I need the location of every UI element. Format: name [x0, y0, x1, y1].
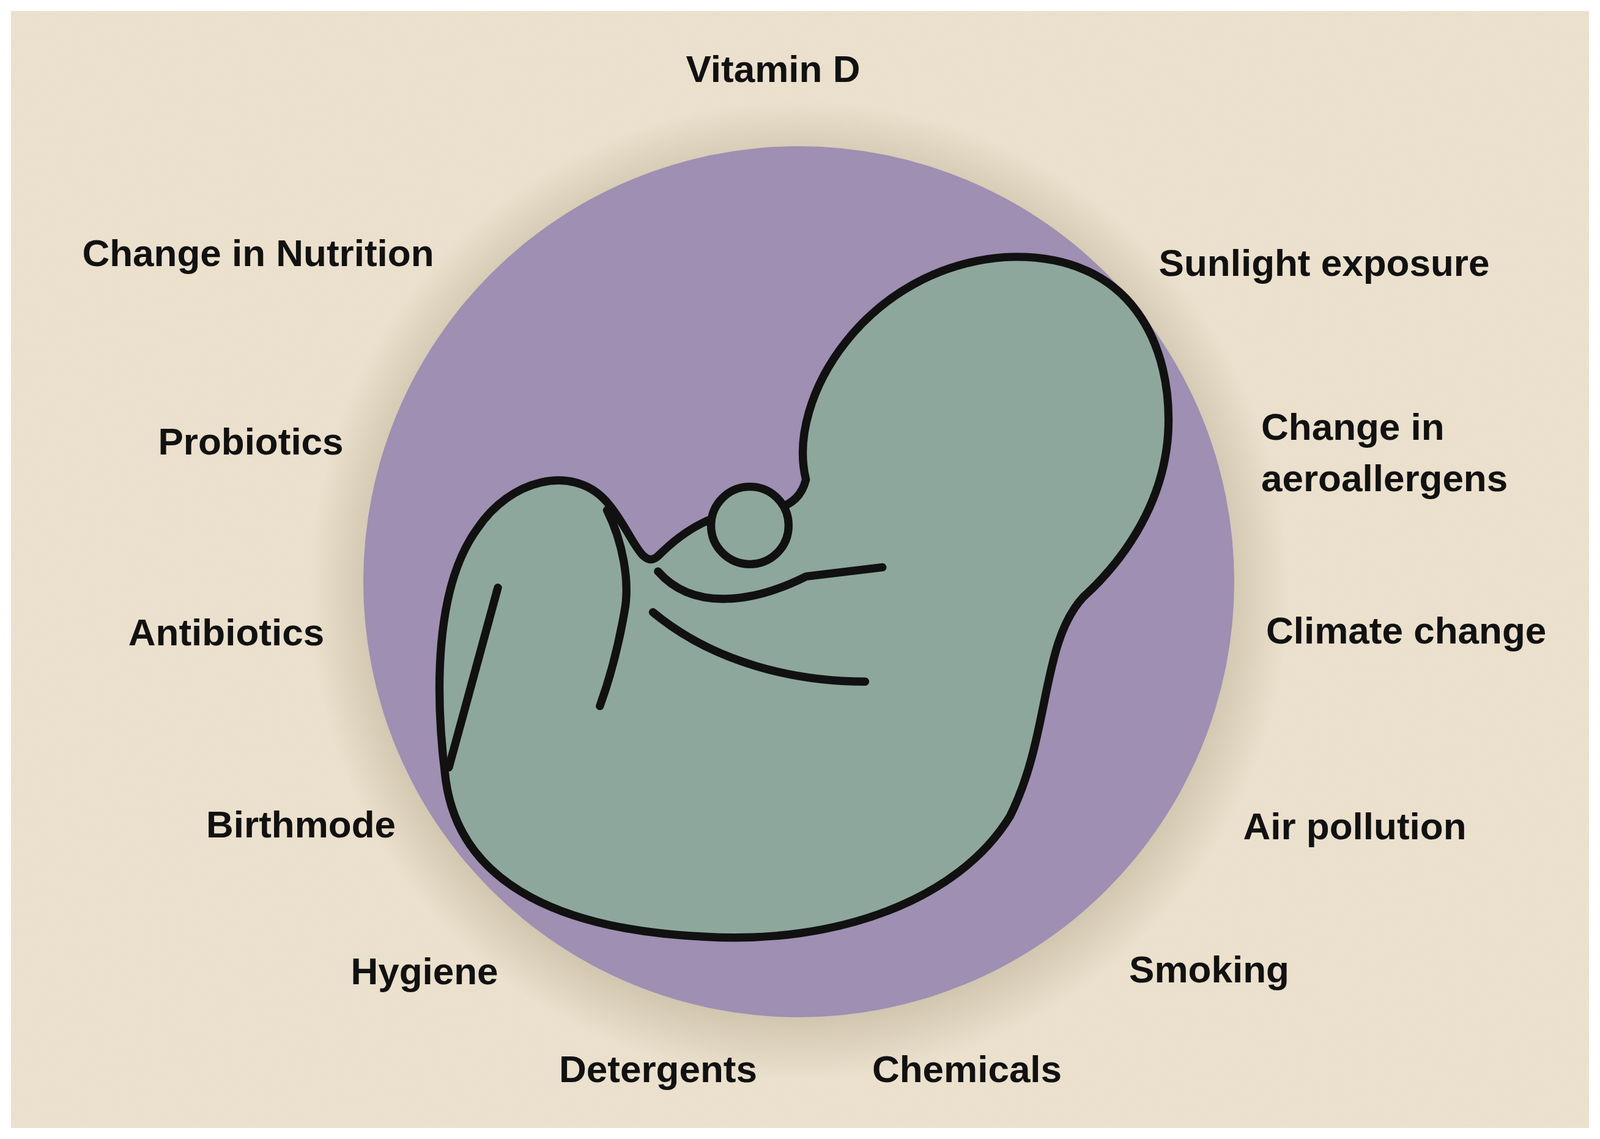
womb-circle: [363, 146, 1235, 1018]
factor-label: Change in aeroallergens: [1261, 401, 1567, 504]
factor-label: Smoking: [1129, 943, 1290, 996]
factor-label: Detergents: [559, 1043, 758, 1095]
background: [11, 11, 1589, 1128]
factor-label: Sunlight exposure: [1159, 237, 1490, 289]
embryo: [439, 256, 1169, 938]
paper-texture: [11, 11, 1589, 1128]
factor-label: Hygiene: [350, 945, 498, 997]
factor-label: Antibiotics: [128, 606, 325, 659]
circle-shadow: [309, 100, 1289, 1080]
factor-label: Climate change: [1266, 604, 1547, 657]
factor-label: Birthmode: [206, 798, 396, 851]
factor-label: Probiotics: [157, 415, 344, 468]
factor-label: Vitamin D: [686, 43, 861, 95]
factor-label: Change in Nutrition: [81, 227, 434, 279]
factor-label: Chemicals: [872, 1043, 1062, 1095]
factor-label: Air pollution: [1242, 800, 1467, 852]
